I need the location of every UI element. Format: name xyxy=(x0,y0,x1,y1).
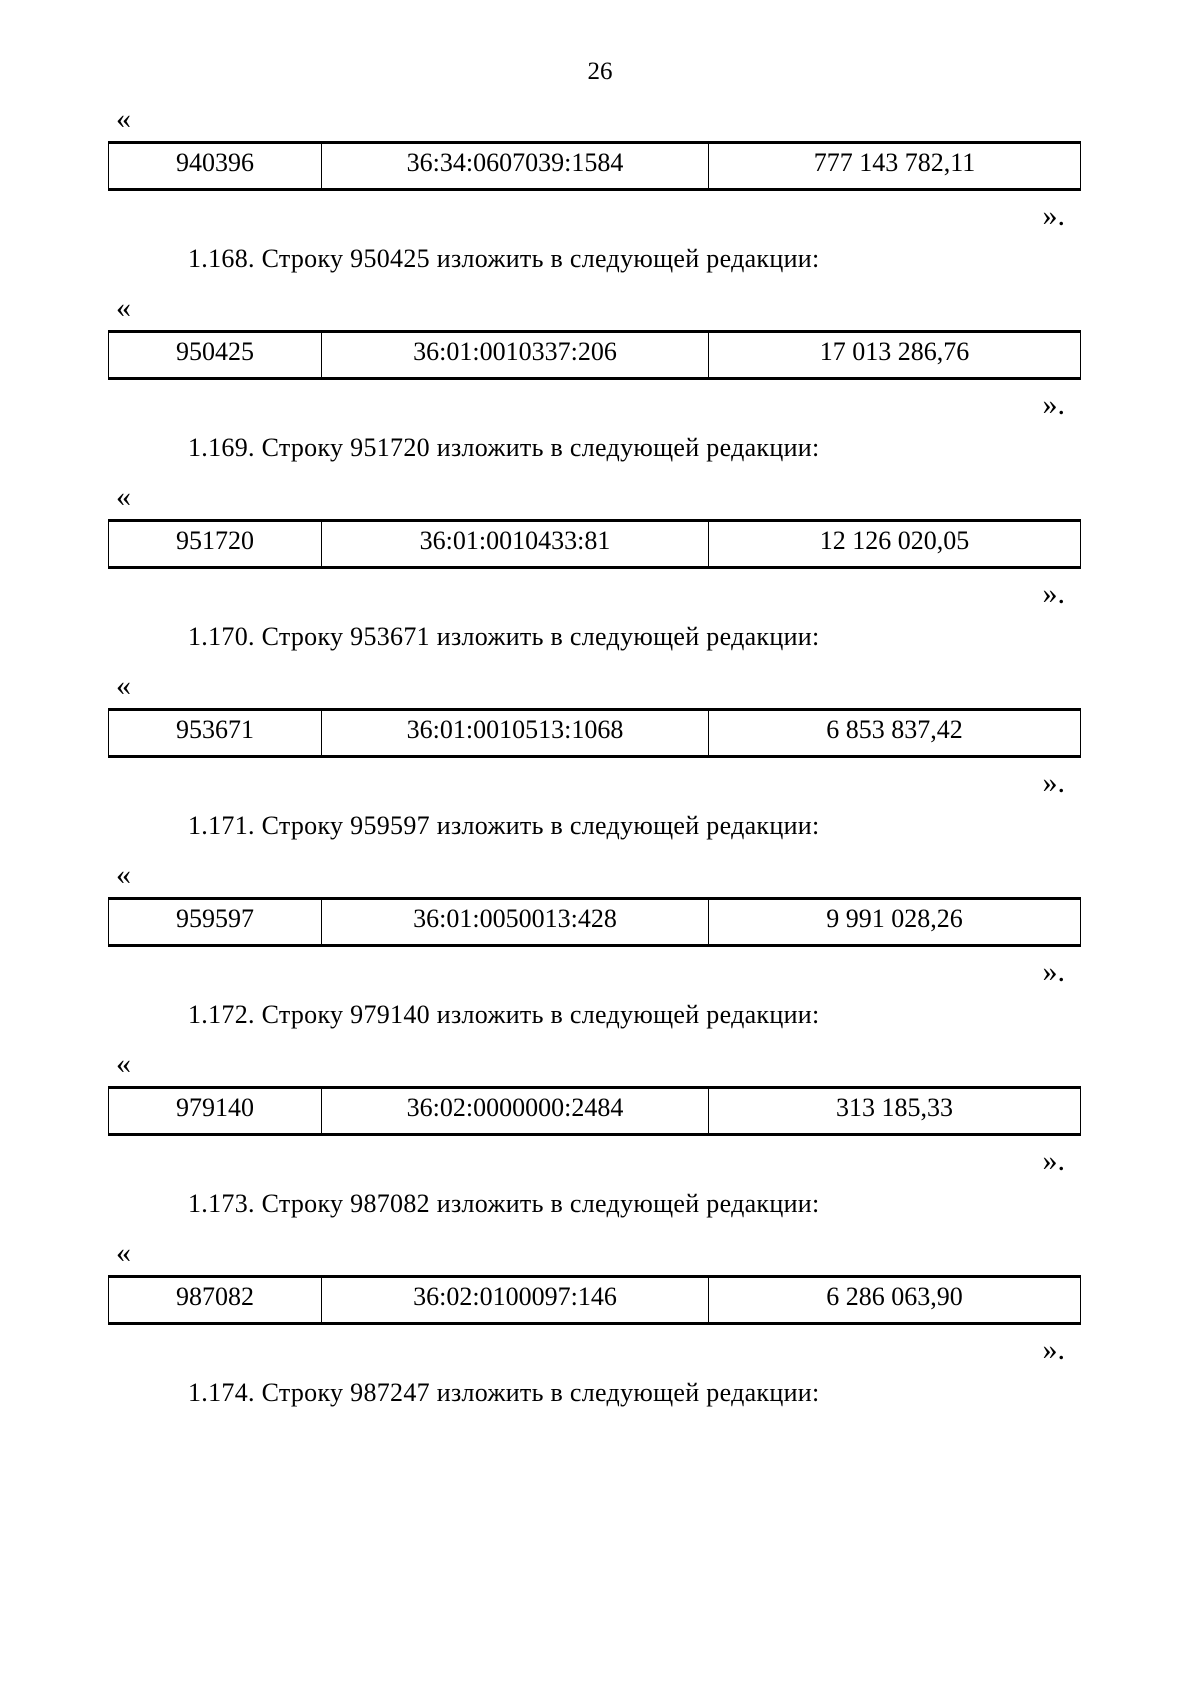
amendment-section: « 940396 36:34:0607039:1584 777 143 782,… xyxy=(0,104,1200,231)
clause-heading: 1.174. Строку 987247 изложить в следующе… xyxy=(188,1378,820,1407)
clause-heading: 1.171. Строку 959597 изложить в следующе… xyxy=(188,811,820,840)
cadastral-number-cell: 36:01:0010513:1068 xyxy=(321,709,709,757)
value-cell: 6 286 063,90 xyxy=(708,1276,1081,1324)
row-id-cell: 940396 xyxy=(108,142,322,190)
table-row: 987082 36:02:0100097:146 6 286 063,90 xyxy=(108,1276,1081,1324)
cadastral-number-cell: 36:01:0010337:206 xyxy=(321,331,709,379)
amendment-table: 979140 36:02:0000000:2484 313 185,33 xyxy=(108,1086,1081,1136)
table-row: 959597 36:01:0050013:428 9 991 028,26 xyxy=(108,898,1081,946)
clause-heading: 1.172. Строку 979140 изложить в следующе… xyxy=(188,1000,820,1029)
amendment-table: 953671 36:01:0010513:1068 6 853 837,42 xyxy=(108,708,1081,758)
cadastral-number-cell: 36:34:0607039:1584 xyxy=(321,142,709,190)
close-quote-mark: ». xyxy=(1042,388,1066,421)
amendment-table: 959597 36:01:0050013:428 9 991 028,26 xyxy=(108,897,1081,947)
amendment-section: 1.173. Строку 987082 изложить в следующе… xyxy=(0,1188,1200,1365)
table-row: 953671 36:01:0010513:1068 6 853 837,42 xyxy=(108,709,1081,757)
close-quote-mark: ». xyxy=(1042,577,1066,610)
cadastral-number-cell: 36:01:0050013:428 xyxy=(321,898,709,946)
close-quote-mark: ». xyxy=(1042,199,1066,232)
open-quote-mark: « xyxy=(116,858,131,891)
table-row: 979140 36:02:0000000:2484 313 185,33 xyxy=(108,1087,1081,1135)
close-quote-mark: ». xyxy=(1042,1144,1066,1177)
amendment-section: 1.174. Строку 987247 изложить в следующе… xyxy=(0,1377,1200,1409)
amendment-table: 951720 36:01:0010433:81 12 126 020,05 xyxy=(108,519,1081,569)
amendment-table: 987082 36:02:0100097:146 6 286 063,90 xyxy=(108,1275,1081,1325)
row-id-cell: 987082 xyxy=(108,1276,322,1324)
table-row: 950425 36:01:0010337:206 17 013 286,76 xyxy=(108,331,1081,379)
open-quote-mark: « xyxy=(116,291,131,324)
row-id-cell: 950425 xyxy=(108,331,322,379)
open-quote-mark: « xyxy=(116,1236,131,1269)
close-quote-mark: ». xyxy=(1042,1333,1066,1366)
table-row: 940396 36:34:0607039:1584 777 143 782,11 xyxy=(108,142,1081,190)
open-quote-mark: « xyxy=(116,102,131,135)
clause-heading: 1.168. Строку 950425 изложить в следующе… xyxy=(188,244,820,273)
amendment-table: 940396 36:34:0607039:1584 777 143 782,11 xyxy=(108,141,1081,191)
open-quote-mark: « xyxy=(116,669,131,702)
close-quote-mark: ». xyxy=(1042,766,1066,799)
row-id-cell: 951720 xyxy=(108,520,322,568)
value-cell: 17 013 286,76 xyxy=(708,331,1081,379)
value-cell: 777 143 782,11 xyxy=(708,142,1081,190)
cadastral-number-cell: 36:02:0000000:2484 xyxy=(321,1087,709,1135)
amendment-section: 1.172. Строку 979140 изложить в следующе… xyxy=(0,999,1200,1176)
value-cell: 6 853 837,42 xyxy=(708,709,1081,757)
close-quote-mark: ». xyxy=(1042,955,1066,988)
amendment-section: 1.168. Строку 950425 изложить в следующе… xyxy=(0,243,1200,420)
value-cell: 313 185,33 xyxy=(708,1087,1081,1135)
cadastral-number-cell: 36:01:0010433:81 xyxy=(321,520,709,568)
value-cell: 12 126 020,05 xyxy=(708,520,1081,568)
clause-heading: 1.170. Строку 953671 изложить в следующе… xyxy=(188,622,820,651)
table-row: 951720 36:01:0010433:81 12 126 020,05 xyxy=(108,520,1081,568)
amendment-section: 1.170. Строку 953671 изложить в следующе… xyxy=(0,621,1200,798)
clause-heading: 1.173. Строку 987082 изложить в следующе… xyxy=(188,1189,820,1218)
row-id-cell: 953671 xyxy=(108,709,322,757)
row-id-cell: 979140 xyxy=(108,1087,322,1135)
amendment-section: 1.171. Строку 959597 изложить в следующе… xyxy=(0,810,1200,987)
clause-heading: 1.169. Строку 951720 изложить в следующе… xyxy=(188,433,820,462)
cadastral-number-cell: 36:02:0100097:146 xyxy=(321,1276,709,1324)
amendment-section: 1.169. Строку 951720 изложить в следующе… xyxy=(0,432,1200,609)
amendment-table: 950425 36:01:0010337:206 17 013 286,76 xyxy=(108,330,1081,380)
row-id-cell: 959597 xyxy=(108,898,322,946)
open-quote-mark: « xyxy=(116,1047,131,1080)
page-number: 26 xyxy=(587,58,613,85)
open-quote-mark: « xyxy=(116,480,131,513)
value-cell: 9 991 028,26 xyxy=(708,898,1081,946)
